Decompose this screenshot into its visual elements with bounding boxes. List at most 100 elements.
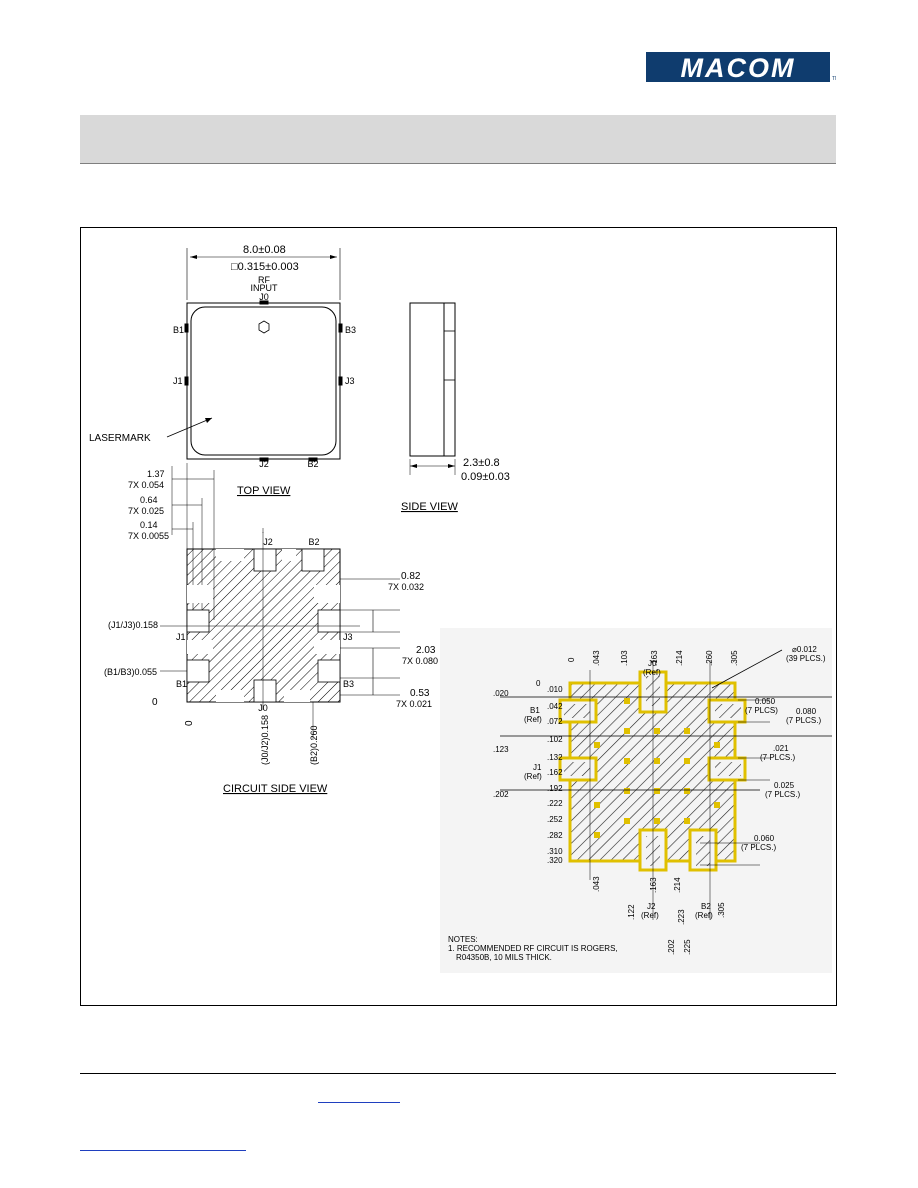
csv-pin-b1: B1: [176, 679, 187, 689]
pcb-d050: 0.050: [755, 697, 776, 706]
pcb-left-tick-3: .072: [547, 717, 563, 726]
circuit-side-view-text: . J2 B2 J1 J3 B1 B3 J0 (J1/J3)0.158 (B1/…: [104, 528, 438, 795]
pcb-top-tick-6: .305: [730, 650, 739, 666]
pcb-top-tick-2: .103: [620, 650, 629, 666]
pcb-bottom-tick-2: .163: [649, 877, 658, 893]
pin-j3: J3: [345, 376, 355, 386]
pcb-bottom-tick-7: .305: [717, 902, 726, 918]
pcb-top-tick-1: .043: [592, 650, 601, 666]
top-view-text: 8.0±0.08 □0.315±0.003 RF INPUT J0 B1 B3 …: [89, 244, 356, 541]
dim-064-in: 7X 0.025: [128, 506, 164, 516]
side-body: [409, 302, 445, 457]
pcb-j0-ref: (Ref): [643, 668, 661, 677]
pcb-bottom-tick-6: .225: [683, 939, 692, 955]
width-mm: 8.0±0.08: [243, 244, 286, 256]
pcb-left-tick-7: .162: [547, 768, 563, 777]
logo-background: [646, 52, 830, 82]
pcb-b2-ref: (Ref): [695, 911, 713, 920]
pcb-via-count: (39 PLCS.): [786, 654, 826, 663]
pcb-layout: [440, 628, 832, 973]
pcb-left-tick-13: .310: [547, 847, 563, 856]
pcb-j1-label: J1: [533, 763, 542, 772]
notes-title: NOTES:: [448, 935, 478, 944]
pin-b2: B2: [307, 459, 318, 469]
dim-082-mm: 0.82: [401, 571, 421, 582]
pcb-left-tick-6: .132: [547, 753, 563, 762]
footer-link-underline-2[interactable]: [80, 1150, 246, 1151]
pcb-left-tick-2: .042: [547, 702, 563, 711]
dim-053-mm: 0.53: [410, 688, 430, 699]
dim-b2: (B2)0.260: [309, 725, 319, 765]
outline-drawing-frame: [80, 227, 837, 1006]
pin-j1: J1: [173, 376, 183, 386]
pcb-top-tick-5: .260: [705, 650, 714, 666]
dim-b1b3: (B1/B3)0.055: [104, 667, 157, 677]
pcb-left-tick-0: .020: [493, 689, 509, 698]
lasermark-label: LASERMARK: [89, 433, 151, 444]
circuit-side-view-title: CIRCUIT SIDE VIEW: [223, 783, 328, 795]
pcb-d021-plcs: (7 PLCS.): [760, 753, 795, 762]
pcb-left-zero: 0: [536, 679, 541, 688]
lasermark-leader: [166, 417, 213, 438]
pcb-d021: .021: [773, 744, 789, 753]
pin-b3: B3: [345, 325, 356, 335]
pcb-via-dim: ⌀0.012: [792, 645, 817, 654]
side-view: [409, 302, 456, 475]
footer-link-underline[interactable]: [318, 1102, 400, 1103]
pcb-layout-text: J0 (Ref) 0 .043 .103 .163 .214 .260 .305…: [448, 645, 826, 962]
pcb-d060-plcs: (7 PLCS.): [741, 843, 776, 852]
pcb-vias: [594, 698, 720, 838]
pcb-d060: 0.060: [754, 834, 775, 843]
pcb-left-tick-9: .202: [493, 790, 509, 799]
dim-053-in: 7X 0.021: [396, 699, 432, 709]
package-outline: [186, 302, 341, 460]
csv-pin-b3: B3: [343, 679, 354, 689]
svg-text:.: .: [262, 528, 264, 535]
pcb-bottom-tick-5: .223: [677, 909, 686, 925]
macom-logo: MACOM TM: [646, 52, 836, 82]
width-in: □0.315±0.003: [231, 261, 299, 273]
footer-rule: [80, 1073, 836, 1074]
dim-082-in: 7X 0.032: [388, 582, 424, 592]
note-1b: R04350B, 10 MILS THICK.: [456, 953, 552, 962]
pcb-top-tick-3: .163: [650, 650, 659, 666]
pcb-bottom-tick-4: .214: [673, 877, 682, 893]
dim-j1j3: (J1/J3)0.158: [108, 620, 158, 630]
pcb-left-tick-10: .222: [547, 799, 563, 808]
dim-064-mm: 0.64: [140, 495, 158, 505]
lid-outline: [190, 306, 337, 456]
pcb-d025-plcs: (7 PLCS.): [765, 790, 800, 799]
dim-203-mm: 2.03: [416, 645, 436, 656]
csv-zero: 0: [152, 697, 158, 708]
pin-j0: J0: [259, 292, 269, 302]
pcb-top-tick-0: 0: [567, 657, 576, 662]
dim-137-mm: 1.37: [147, 469, 165, 479]
pcb-d080: 0.080: [796, 707, 817, 716]
pcb-j0-label: J0: [648, 659, 657, 668]
pcb-left-tick-1: .010: [547, 685, 563, 694]
circuit-side-view: [160, 528, 400, 740]
csv-pin-j2: J2: [263, 537, 273, 547]
csv-pin-j3: J3: [343, 632, 353, 642]
dim-014-in: 7X 0.0055: [128, 531, 169, 541]
note-1: 1. RECOMMENDED RF CIRCUIT IS ROGERS,: [448, 944, 618, 953]
logo-text: MACOM: [681, 53, 796, 82]
pcb-left-tick-4: .102: [547, 735, 563, 744]
pcb-b1-ref: (Ref): [524, 715, 542, 724]
pcb-left-tick-8: .192: [547, 784, 563, 793]
side-view-text: 2.3±0.8 0.09±0.03 SIDE VIEW: [401, 457, 510, 513]
dim-203-in: 7X 0.080: [402, 656, 438, 666]
pcb-bottom-tick-0: .043: [592, 876, 601, 892]
csv-pin-b2: B2: [308, 537, 319, 547]
top-view: [166, 248, 343, 620]
pcb-d080-plcs: (7 PLCS.): [786, 716, 821, 725]
pcb-top-tick-4: .214: [675, 650, 684, 666]
side-view-title: SIDE VIEW: [401, 501, 458, 513]
input-label: INPUT: [251, 283, 279, 293]
dim-137-in: 7X 0.054: [128, 480, 164, 490]
pcb-bottom-tick-1: .122: [627, 904, 636, 920]
csv-pin-j0: J0: [258, 703, 268, 713]
pcb-left-tick-14: .320: [547, 856, 563, 865]
dim-j0j2: (J0/J2)0.158: [260, 715, 270, 765]
